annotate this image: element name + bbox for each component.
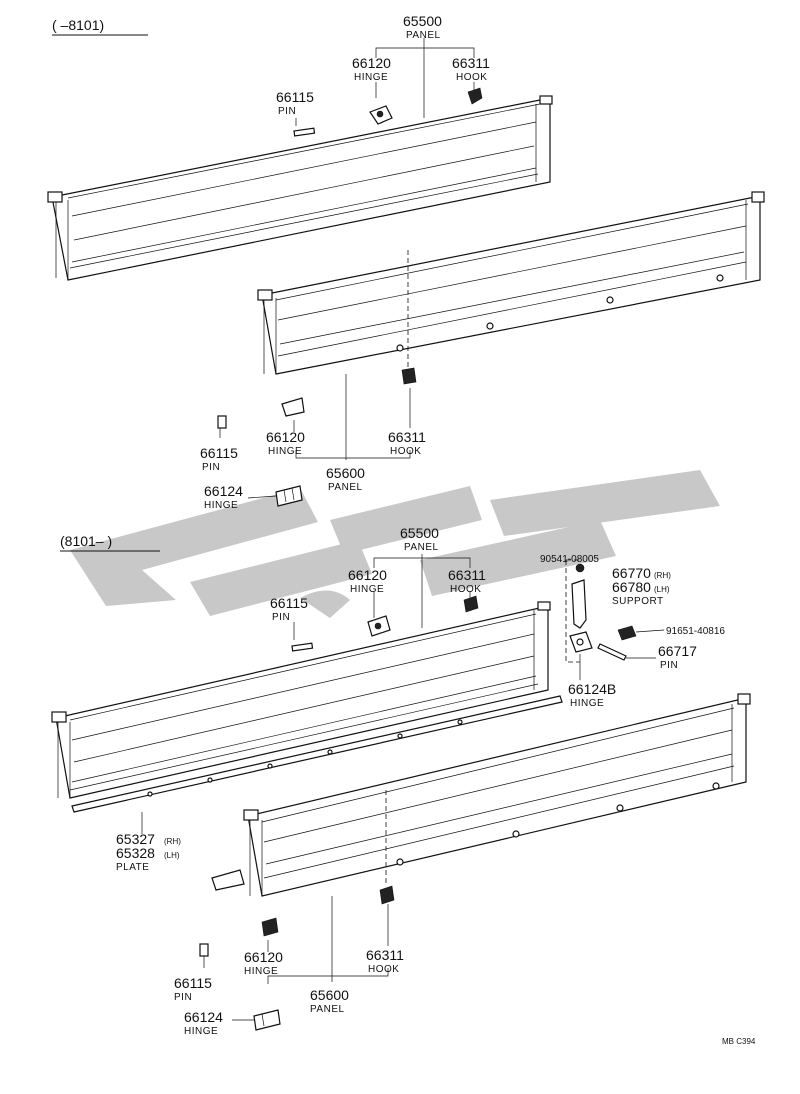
s2-label-65600-num: 65600 xyxy=(310,987,349,1003)
hinge-66120-b xyxy=(367,615,391,637)
s2-label-66780-side: (LH) xyxy=(654,585,670,594)
s2-label-66124B-num: 66124B xyxy=(568,681,616,697)
s2-label-66120b-num: 66120 xyxy=(244,949,283,965)
s1-label-66120b-num: 66120 xyxy=(266,429,305,445)
s2-label-65327-side: (RH) xyxy=(164,837,181,846)
s2-label-66124-name: HINGE xyxy=(184,1026,218,1037)
hook-66311-c xyxy=(379,885,395,905)
s2-label-65500-name: PANEL xyxy=(404,542,439,553)
s1-label-66311-name: HOOK xyxy=(456,72,487,83)
pin-66115-b xyxy=(291,642,314,652)
lower-panel-65600-b xyxy=(211,693,751,897)
s1-label-66115-name: PIN xyxy=(278,106,296,117)
support-66770 xyxy=(571,579,587,629)
hook-66311-b xyxy=(463,595,479,613)
watermark-logo xyxy=(70,470,720,618)
upper-panel-65500 xyxy=(47,95,553,281)
s1-label-66115-num: 66115 xyxy=(276,89,314,105)
s1-label-66115b-name: PIN xyxy=(202,462,220,473)
bolt-90541 xyxy=(575,563,585,573)
s2-label-support-name: SUPPORT xyxy=(612,596,664,607)
s1-label-65500-num: 65500 xyxy=(403,13,442,29)
hook-66311-mid xyxy=(401,367,417,385)
pin-66115-c xyxy=(199,943,209,957)
section-1-range-label: ( –8101) xyxy=(52,17,104,33)
s2-label-65600-name: PANEL xyxy=(310,1004,345,1015)
s2-label-90541-num: 90541-08005 xyxy=(540,554,599,565)
s2-label-65500-num: 65500 xyxy=(400,525,439,541)
s2-label-66717-num: 66717 xyxy=(658,643,697,659)
s2-label-66115-num: 66115 xyxy=(270,595,308,611)
s1-label-66120b-name: HINGE xyxy=(268,446,302,457)
s1-label-66124-name: HINGE xyxy=(204,500,238,511)
s1-label-66311-num: 66311 xyxy=(452,55,490,71)
s1-label-65600-name: PANEL xyxy=(328,482,363,493)
s2-label-66115b-name: PIN xyxy=(174,992,192,1003)
s2-label-66770-num: 66770 xyxy=(612,565,651,581)
s2-label-66120-name: HINGE xyxy=(350,584,384,595)
s1-label-66115b-num: 66115 xyxy=(200,445,238,461)
s2-label-65327-num: 65327 xyxy=(116,831,155,847)
s2-label-66780-num: 66780 xyxy=(612,579,651,595)
s1-label-66124-num: 66124 xyxy=(204,483,243,499)
section-2-range-label: (8101– ) xyxy=(60,533,112,549)
s2-label-91651-num: 91651-40816 xyxy=(666,626,725,637)
s2-label-66311-name: HOOK xyxy=(450,584,481,595)
hinge-66120-c xyxy=(261,917,279,937)
s2-label-66120b-name: HINGE xyxy=(244,966,278,977)
s2-label-66770-side: (RH) xyxy=(654,571,671,580)
s1-label-65500-name: PANEL xyxy=(406,30,441,41)
bolt-91651 xyxy=(617,625,665,641)
s1-label-66311b-num: 66311 xyxy=(388,429,426,445)
s1-label-65600-num: 65600 xyxy=(326,465,365,481)
s1-label-66120-num: 66120 xyxy=(352,55,391,71)
s2-label-66717-name: PIN xyxy=(660,660,678,671)
hinge-66120-mid xyxy=(281,397,305,417)
upper-panel-65500-b xyxy=(51,601,551,799)
s2-label-66311-num: 66311 xyxy=(448,567,486,583)
hinge-66124B xyxy=(569,631,593,653)
s2-label-66124-num: 66124 xyxy=(184,1009,223,1025)
s2-label-66124B-name: HINGE xyxy=(570,698,604,709)
s2-label-plate-name: PLATE xyxy=(116,862,149,873)
footer-code: MB C394 xyxy=(722,1037,756,1046)
s2-label-66311b-num: 66311 xyxy=(366,947,404,963)
hinge-66120-top xyxy=(369,105,393,125)
hinge-66124-top xyxy=(275,485,303,507)
s2-label-65328-num: 65328 xyxy=(116,845,155,861)
s1-label-66120-name: HINGE xyxy=(354,72,388,83)
hook-66311-top xyxy=(467,87,483,105)
pin-66717 xyxy=(597,643,627,661)
section-2: (8101– ) xyxy=(51,525,751,1037)
s2-label-66120-num: 66120 xyxy=(348,567,387,583)
pin-66115-top xyxy=(293,127,316,137)
plate-65327 xyxy=(71,695,563,813)
pin-66115-mid xyxy=(217,415,227,429)
lower-panel-65600 xyxy=(257,191,765,375)
s2-label-66115-name: PIN xyxy=(272,612,290,623)
s2-label-65328-side: (LH) xyxy=(164,851,180,860)
s2-label-66311b-name: HOOK xyxy=(368,964,399,975)
hinge-66124-c xyxy=(253,1009,281,1031)
s2-label-66115b-num: 66115 xyxy=(174,975,212,991)
s1-label-66311b-name: HOOK xyxy=(390,446,421,457)
section-1: ( –8101) xyxy=(47,13,765,511)
